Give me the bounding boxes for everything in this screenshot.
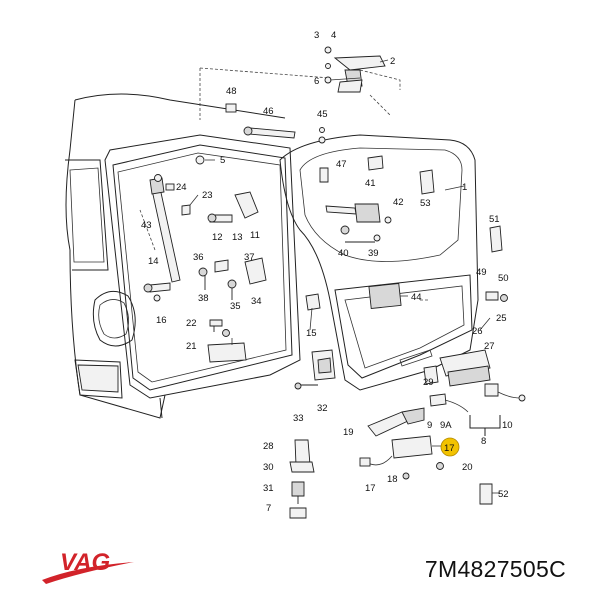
- handle-and-lock-assembly: [359, 349, 526, 505]
- callout-38: 37: [244, 252, 255, 263]
- callout-16: 16: [156, 315, 167, 326]
- callout-33: 32: [317, 403, 328, 414]
- leader-lines: [189, 59, 500, 494]
- callout-50: 49: [476, 267, 487, 278]
- callout-17: 17: [444, 443, 455, 454]
- hinge-assembly: [199, 46, 401, 144]
- vehicle-body-outline: [65, 93, 301, 419]
- callout-34: 33: [293, 413, 304, 424]
- callout-45: 44: [411, 292, 422, 303]
- callout-49: 48: [226, 86, 237, 97]
- vag-logo-text: VAG: [60, 549, 110, 576]
- callout-47: 46: [263, 106, 274, 117]
- callout-7: 7: [266, 503, 271, 514]
- tailgate-door: [279, 134, 479, 391]
- callout-48: 47: [336, 159, 347, 170]
- gas-strut-and-fasteners: [139, 155, 267, 363]
- highlight-marker: [440, 437, 460, 457]
- hinges-and-striker: [289, 155, 508, 519]
- callout-26: 25: [496, 313, 507, 324]
- callout-42: 41: [365, 178, 376, 189]
- callout-37: 36: [193, 252, 204, 263]
- callout-22: 21: [186, 341, 197, 352]
- callout-8: 8: [481, 436, 486, 447]
- callout-11: 11: [250, 230, 260, 241]
- callout-36: 35: [230, 301, 241, 312]
- callout-35: 34: [251, 296, 262, 307]
- callout-9: 9: [427, 420, 432, 431]
- callout-3: 3: [314, 30, 319, 41]
- callout-10: 10: [502, 420, 513, 431]
- callout-27: 26: [472, 326, 483, 337]
- callout-20: 19: [343, 427, 354, 438]
- part-number: 7M4827505C: [424, 556, 566, 582]
- callout-41: 40: [338, 248, 349, 259]
- callout-24: 23: [202, 190, 213, 201]
- callout-40: 39: [368, 248, 379, 259]
- callout-4: 4: [331, 30, 336, 41]
- callout-18: 17: [365, 483, 376, 494]
- callout-31: 30: [263, 462, 274, 473]
- callout-2: 2: [390, 56, 395, 67]
- callout-51: 50: [498, 273, 509, 284]
- callout-15: 15: [306, 328, 317, 339]
- callout-52: 51: [489, 214, 500, 225]
- callout-21: 20: [462, 462, 473, 473]
- callout-5: 5: [220, 155, 225, 166]
- callout-39: 38: [198, 293, 209, 304]
- callout-28: 27: [484, 341, 495, 352]
- callout-54: 53: [420, 198, 431, 209]
- callout-19: 18: [387, 474, 398, 485]
- callout-32: 31: [263, 483, 274, 494]
- callout-6: 6: [314, 76, 319, 87]
- callout-23: 22: [186, 318, 197, 329]
- callout-13: 13: [232, 232, 243, 243]
- callout-12: 12: [212, 232, 223, 243]
- callout-53: 52: [498, 489, 509, 500]
- callout-43: 42: [393, 197, 404, 208]
- callout-25: 24: [176, 182, 187, 193]
- callout-9a: 9A: [440, 420, 452, 431]
- callout-29: 28: [263, 441, 274, 452]
- callout-46: 45: [317, 109, 328, 120]
- callout-labels: 1 2 3 4 5 6 7 8 9 9A 10 11 12 13 14 15 1…: [141, 30, 513, 514]
- callout-44: 43: [141, 220, 152, 231]
- callout-30: 29: [423, 377, 434, 388]
- callout-14: 14: [148, 256, 159, 267]
- vag-logo: VAG: [42, 549, 134, 584]
- callout-1: 1: [462, 182, 467, 193]
